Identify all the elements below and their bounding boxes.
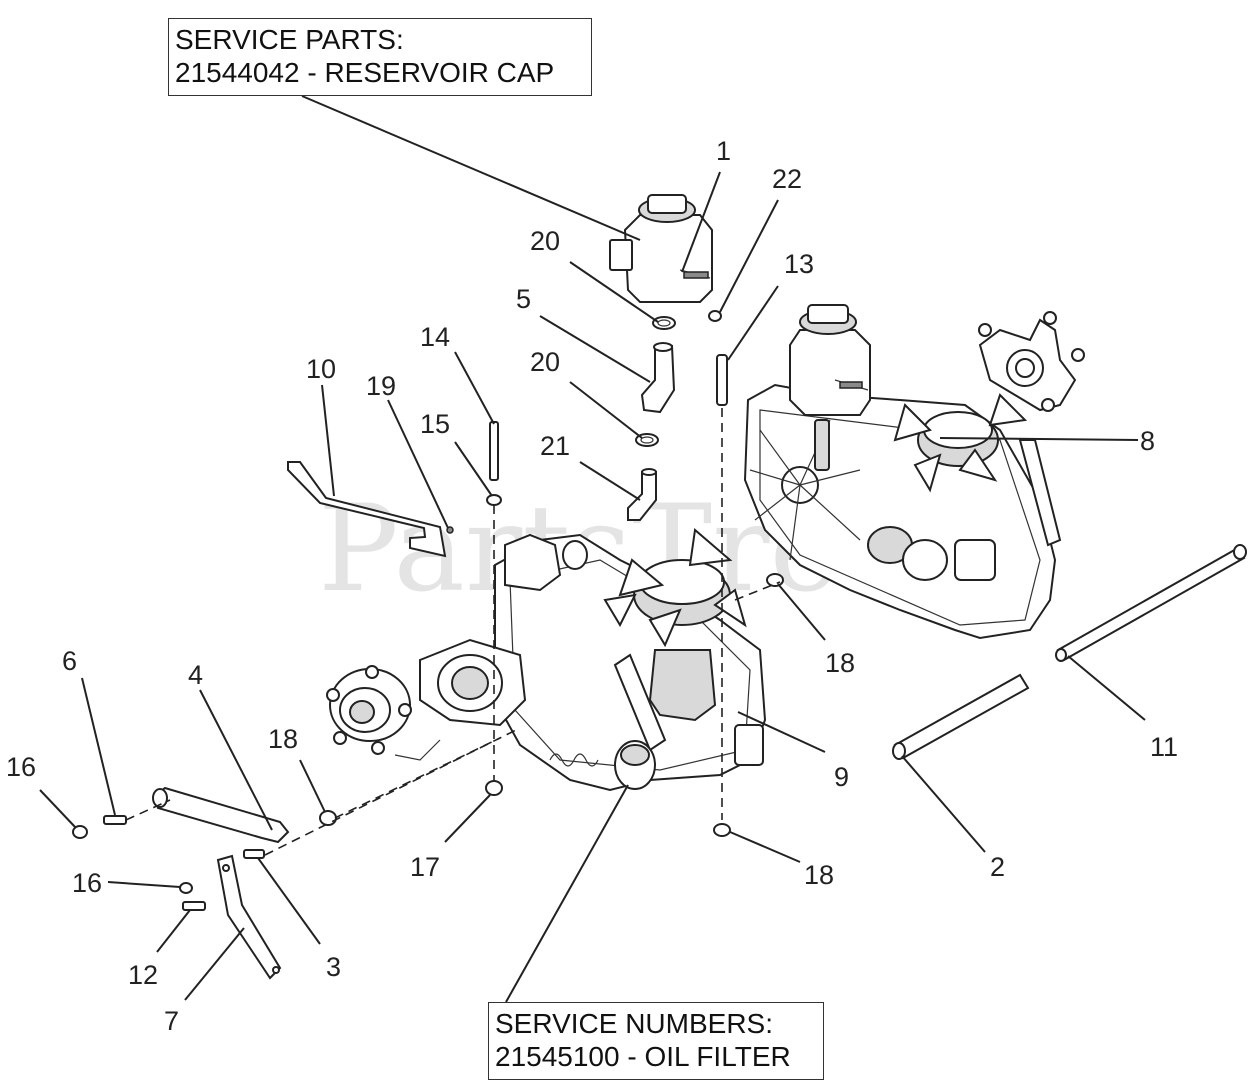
nut-part-16-left <box>72 825 88 839</box>
callout-20-lower: 20 <box>530 347 560 377</box>
callout-16-lower: 16 <box>72 868 102 898</box>
callout-19: 19 <box>366 371 396 401</box>
callout-16-left: 16 <box>6 752 36 782</box>
washer-part-15 <box>486 494 502 506</box>
callout-8: 8 <box>1140 426 1155 456</box>
pin-part-13 <box>716 354 728 406</box>
service-numbers-heading: SERVICE NUMBERS: <box>495 1008 773 1039</box>
nut-part-16-lower <box>179 882 193 894</box>
rod-part-11 <box>1055 544 1247 662</box>
bolt-part-22 <box>708 310 722 322</box>
clamp-part-20-lower <box>635 433 659 447</box>
service-numbers-box: SERVICE NUMBERS: 21545100 - OIL FILTER <box>488 1002 824 1080</box>
hose-part-5 <box>640 342 676 414</box>
leader-lines <box>39 95 1146 1003</box>
callout-21: 21 <box>540 431 570 461</box>
arm-part-7 <box>216 854 282 980</box>
callout-3: 3 <box>326 952 341 982</box>
elbow-part-21 <box>627 468 657 521</box>
right-transaxle-assembly <box>743 304 1085 640</box>
clamp-part-20-upper <box>652 316 676 330</box>
bolt-part-3 <box>243 849 265 859</box>
callout-numbers: 1 22 20 13 5 14 20 10 19 15 21 8 18 6 4 … <box>6 136 1178 1036</box>
callout-7: 7 <box>164 1006 179 1036</box>
callout-22: 22 <box>772 164 802 194</box>
callout-12: 12 <box>128 960 158 990</box>
callout-1: 1 <box>716 136 731 166</box>
service-parts-heading: SERVICE PARTS: <box>175 24 404 55</box>
bolt-part-12 <box>182 901 206 911</box>
callout-20-upper: 20 <box>530 226 560 256</box>
callout-6: 6 <box>62 646 77 676</box>
callout-18-left: 18 <box>268 724 298 754</box>
tube-part-2 <box>892 673 1030 760</box>
service-numbers-oil-filter: 21545100 - OIL FILTER <box>495 1041 791 1072</box>
callout-2: 2 <box>990 852 1005 882</box>
nut-part-18-left <box>319 810 337 826</box>
pin-part-14 <box>489 421 499 481</box>
callout-10: 10 <box>306 354 336 384</box>
callout-9: 9 <box>834 762 849 792</box>
reservoir-part-1 <box>609 194 713 303</box>
bolt-part-6 <box>103 815 127 825</box>
callout-14: 14 <box>420 322 450 352</box>
callout-18-upper: 18 <box>825 648 855 678</box>
callout-17: 17 <box>410 852 440 882</box>
left-transaxle-assembly <box>326 528 767 792</box>
callout-13: 13 <box>784 249 814 279</box>
nut-part-17 <box>485 780 503 796</box>
callout-4: 4 <box>188 660 203 690</box>
nut-part-18-lower <box>713 823 731 837</box>
service-parts-reservoir-cap: 21544042 - RESERVOIR CAP <box>175 57 555 88</box>
rod-part-4 <box>152 786 290 844</box>
callout-11: 11 <box>1150 732 1178 762</box>
callout-18-lower: 18 <box>804 860 834 890</box>
nut-part-18-upper <box>766 573 784 587</box>
callout-15: 15 <box>420 409 450 439</box>
assembly-lines <box>125 408 781 856</box>
bolt-part-19 <box>446 526 454 534</box>
bracket-part-10 <box>287 461 447 558</box>
callout-5: 5 <box>516 284 531 314</box>
service-parts-box: SERVICE PARTS: 21544042 - RESERVOIR CAP <box>168 18 592 96</box>
